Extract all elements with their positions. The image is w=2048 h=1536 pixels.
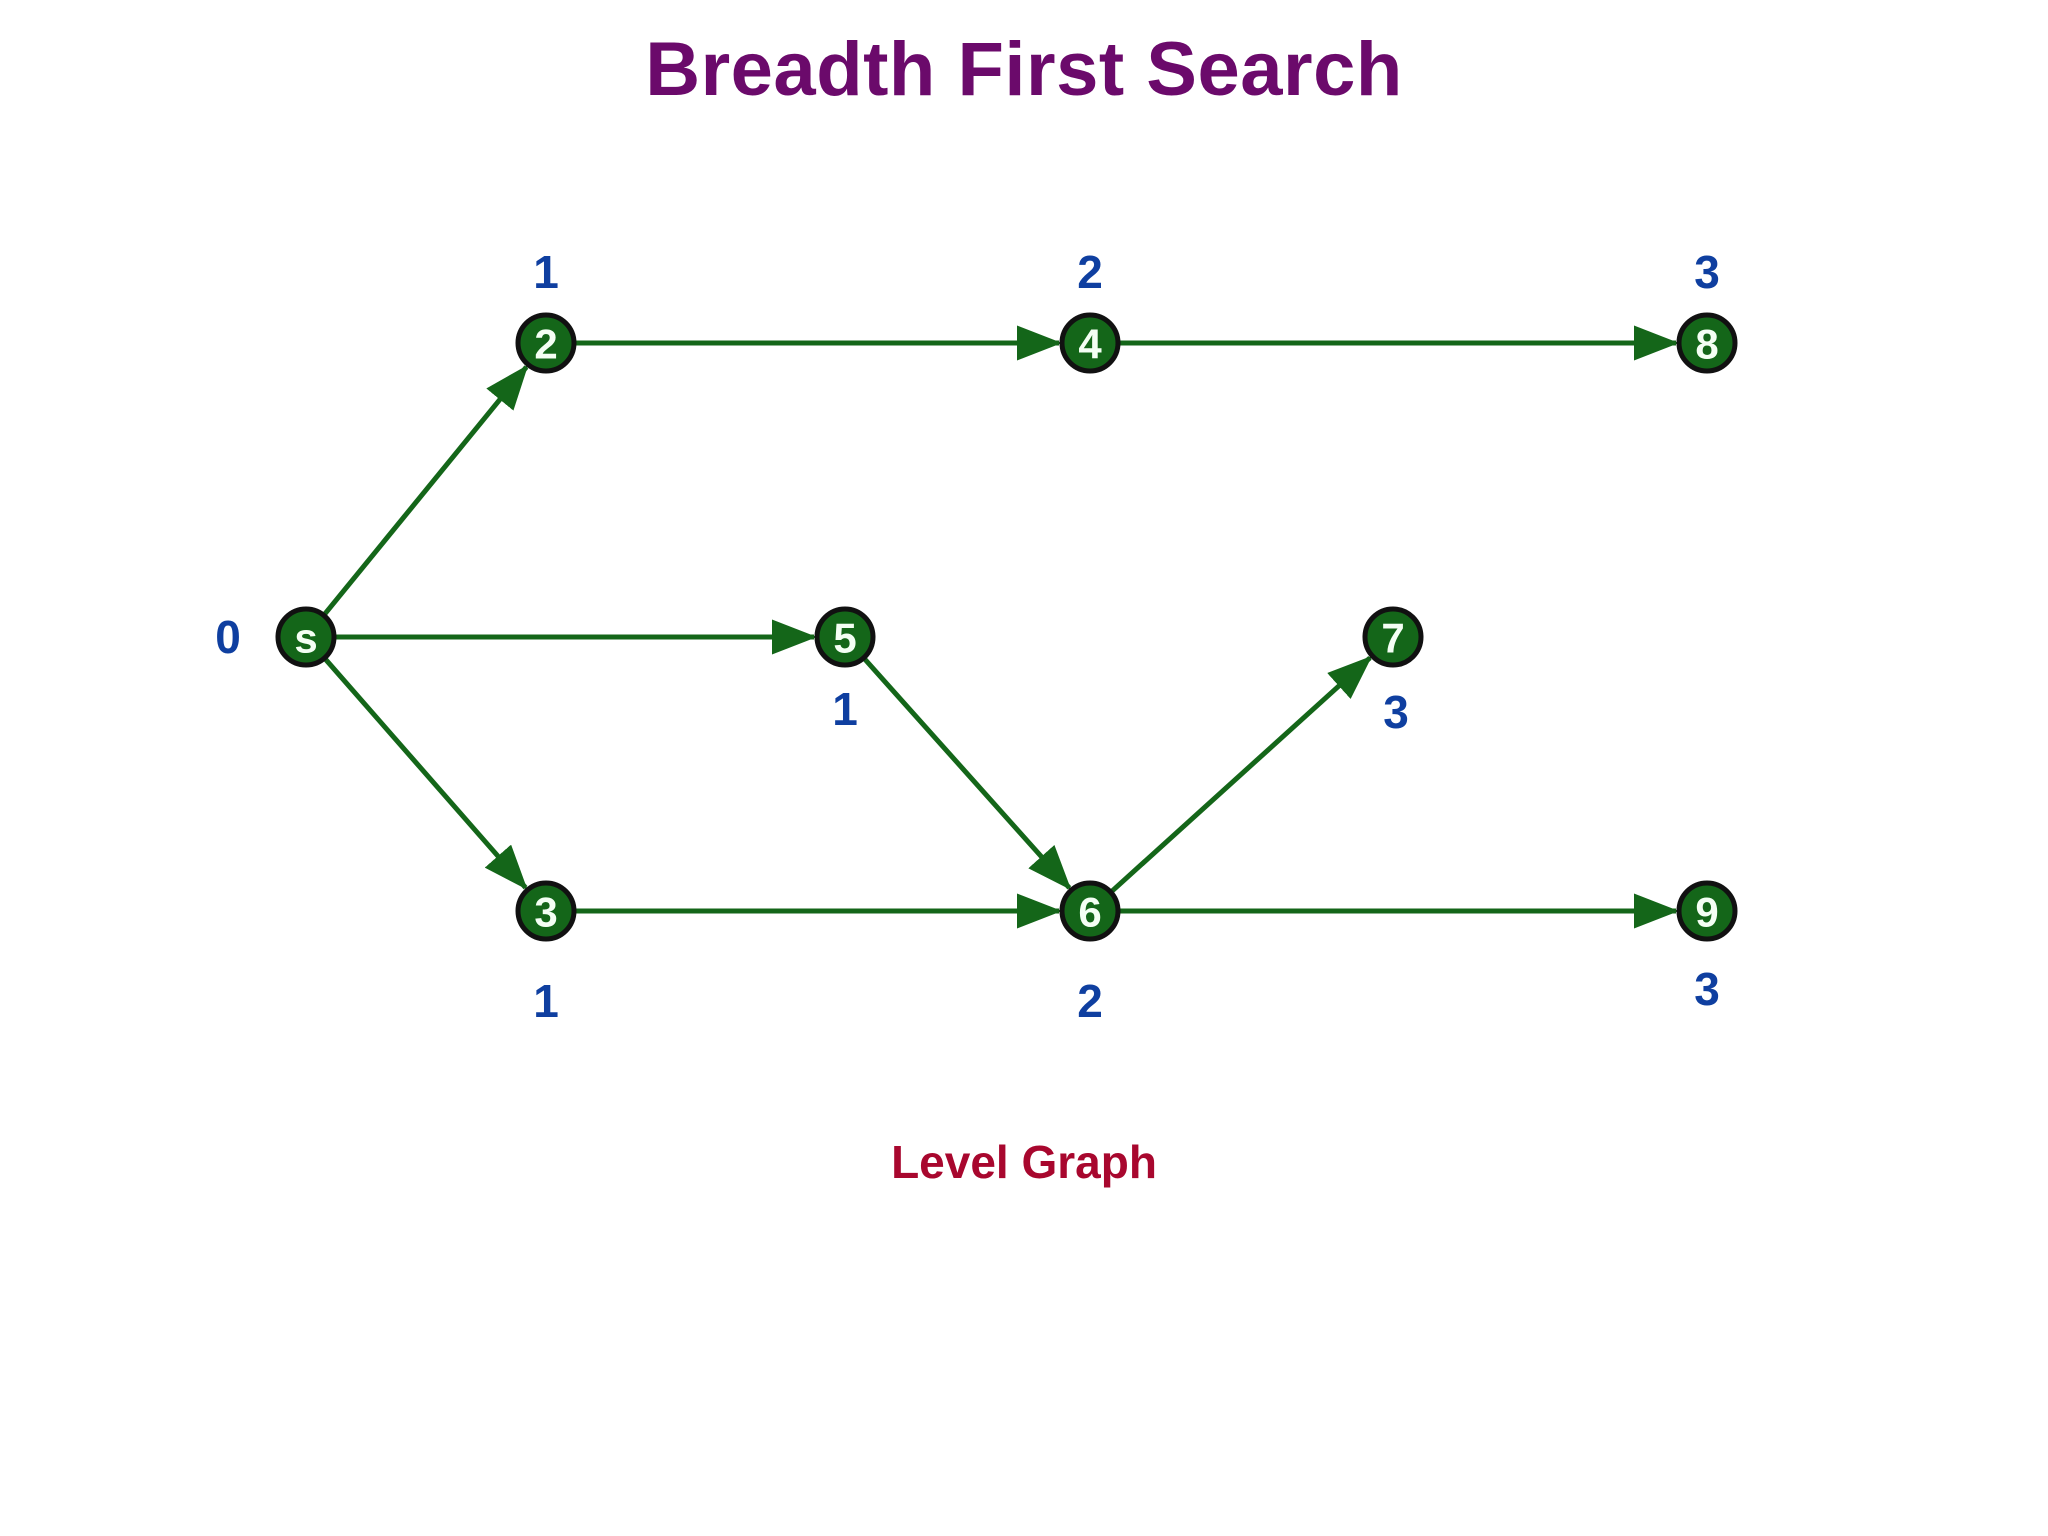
level-label-8: 3 [1694,246,1720,298]
graph-node-8[interactable]: 8 [1676,312,1738,374]
graph-node-4[interactable]: 4 [1059,312,1121,374]
node-circle-5[interactable] [814,606,876,668]
level-label-7: 3 [1383,686,1409,738]
node-label-5: 5 [833,615,856,662]
level-label-3: 1 [533,975,559,1027]
node-circle-9[interactable] [1676,880,1738,942]
page-title: Breadth First Search [645,27,1403,112]
graph-node-9[interactable]: 9 [1676,880,1738,942]
node-label-4: 4 [1078,321,1102,368]
node-label-6: 6 [1078,889,1101,936]
graph-node-7[interactable]: 7 [1362,606,1424,668]
node-circle-s[interactable] [275,606,337,668]
edge-6-to-7 [1109,655,1373,894]
node-label-8: 8 [1695,321,1718,368]
level-label-s: 0 [215,611,241,663]
level-label-6: 2 [1077,975,1103,1027]
node-circle-4[interactable] [1059,312,1121,374]
level-labels-layer: 0 1 2 3 1 3 1 2 3 [215,246,1720,1027]
edge-s-to-3 [323,657,528,890]
edges-layer [322,325,1680,929]
diagram-caption: Level Graph [891,1136,1157,1188]
graph-node-2[interactable]: 2 [515,312,577,374]
edge-s-to-2 [322,364,529,617]
nodes-layer: s 2 4 8 5 7 3 6 9 [275,312,1738,942]
node-label-s: s [294,615,317,662]
node-label-3: 3 [534,889,557,936]
level-label-9: 3 [1694,963,1720,1015]
graph-node-5[interactable]: 5 [814,606,876,668]
node-label-9: 9 [1695,889,1718,936]
level-label-4: 2 [1077,246,1103,298]
node-circle-3[interactable] [515,880,577,942]
node-circle-2[interactable] [515,312,577,374]
graph-node-s[interactable]: s [275,606,337,668]
edge-5-to-6 [862,656,1072,891]
graph-node-3[interactable]: 3 [515,880,577,942]
level-label-2: 1 [533,246,559,298]
node-circle-7[interactable] [1362,606,1424,668]
node-circle-8[interactable] [1676,312,1738,374]
node-label-7: 7 [1381,615,1404,662]
node-circle-6[interactable] [1059,880,1121,942]
node-label-2: 2 [534,321,557,368]
level-label-5: 1 [832,683,858,735]
graph-node-6[interactable]: 6 [1059,880,1121,942]
